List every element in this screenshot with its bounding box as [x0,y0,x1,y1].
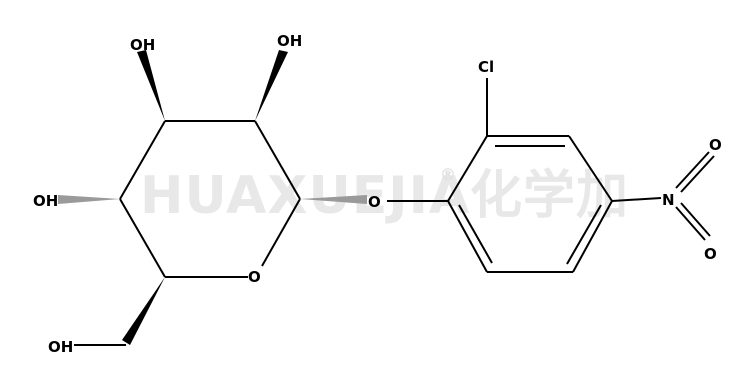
bond-c1-oring [261,198,301,267]
bond-ar4-ar5-inner [566,204,602,265]
wedge-c5-c6 [122,277,165,345]
watermark-text: HUAXUEJIA [140,166,470,226]
atom-label-o-ring: O [248,268,261,286]
bond-n-o1-a [675,151,710,189]
atom-label-cl: Cl [478,58,494,76]
bond-ar4-n [611,197,662,202]
bond-c4-c3 [119,120,166,200]
atom-label-n: N [662,191,675,209]
nitro-group [611,151,715,241]
benzene-ring [447,135,613,273]
wedge-c2-oh [255,50,288,121]
bond-ar3-ar4 [568,135,613,202]
stereo-bonds [58,50,367,345]
bond-n-o2-b [680,202,711,237]
bond-n-o1-b [680,155,715,193]
atom-label-o-nitro-1: O [709,136,722,154]
bond-ar1-ar2 [447,135,488,202]
bond-c5-c4 [119,198,166,278]
watermark-cjk-text: 化学加 [470,166,629,226]
sugar-ring [119,120,301,278]
hashed-wedge-c1-o [300,195,367,204]
atom-label-oh-c4: OH [33,192,58,210]
bond-ar6-ar1-inner [458,204,493,264]
watermark-registered-mark: ® [440,165,457,184]
bond-ar4-ar5 [572,200,613,273]
atom-label-o-glycosidic: O [368,193,381,211]
wedge-c3-oh [137,50,165,121]
bond-c2-c1 [254,120,301,200]
atom-label-oh-c2: OH [277,32,302,50]
bond-ar6-ar1 [447,200,488,273]
atom-labels: OH OH OH OH O O Cl N O O [33,32,722,356]
atom-label-o-nitro-2: O [704,245,717,263]
hashed-wedge-c4-oh [58,195,120,204]
atom-label-oh-c6: OH [48,338,73,356]
watermark: HUAXUEJIA ® 化学加 [140,165,629,226]
atom-label-oh-c3: OH [130,36,155,54]
bond-n-o2-a [675,206,706,241]
